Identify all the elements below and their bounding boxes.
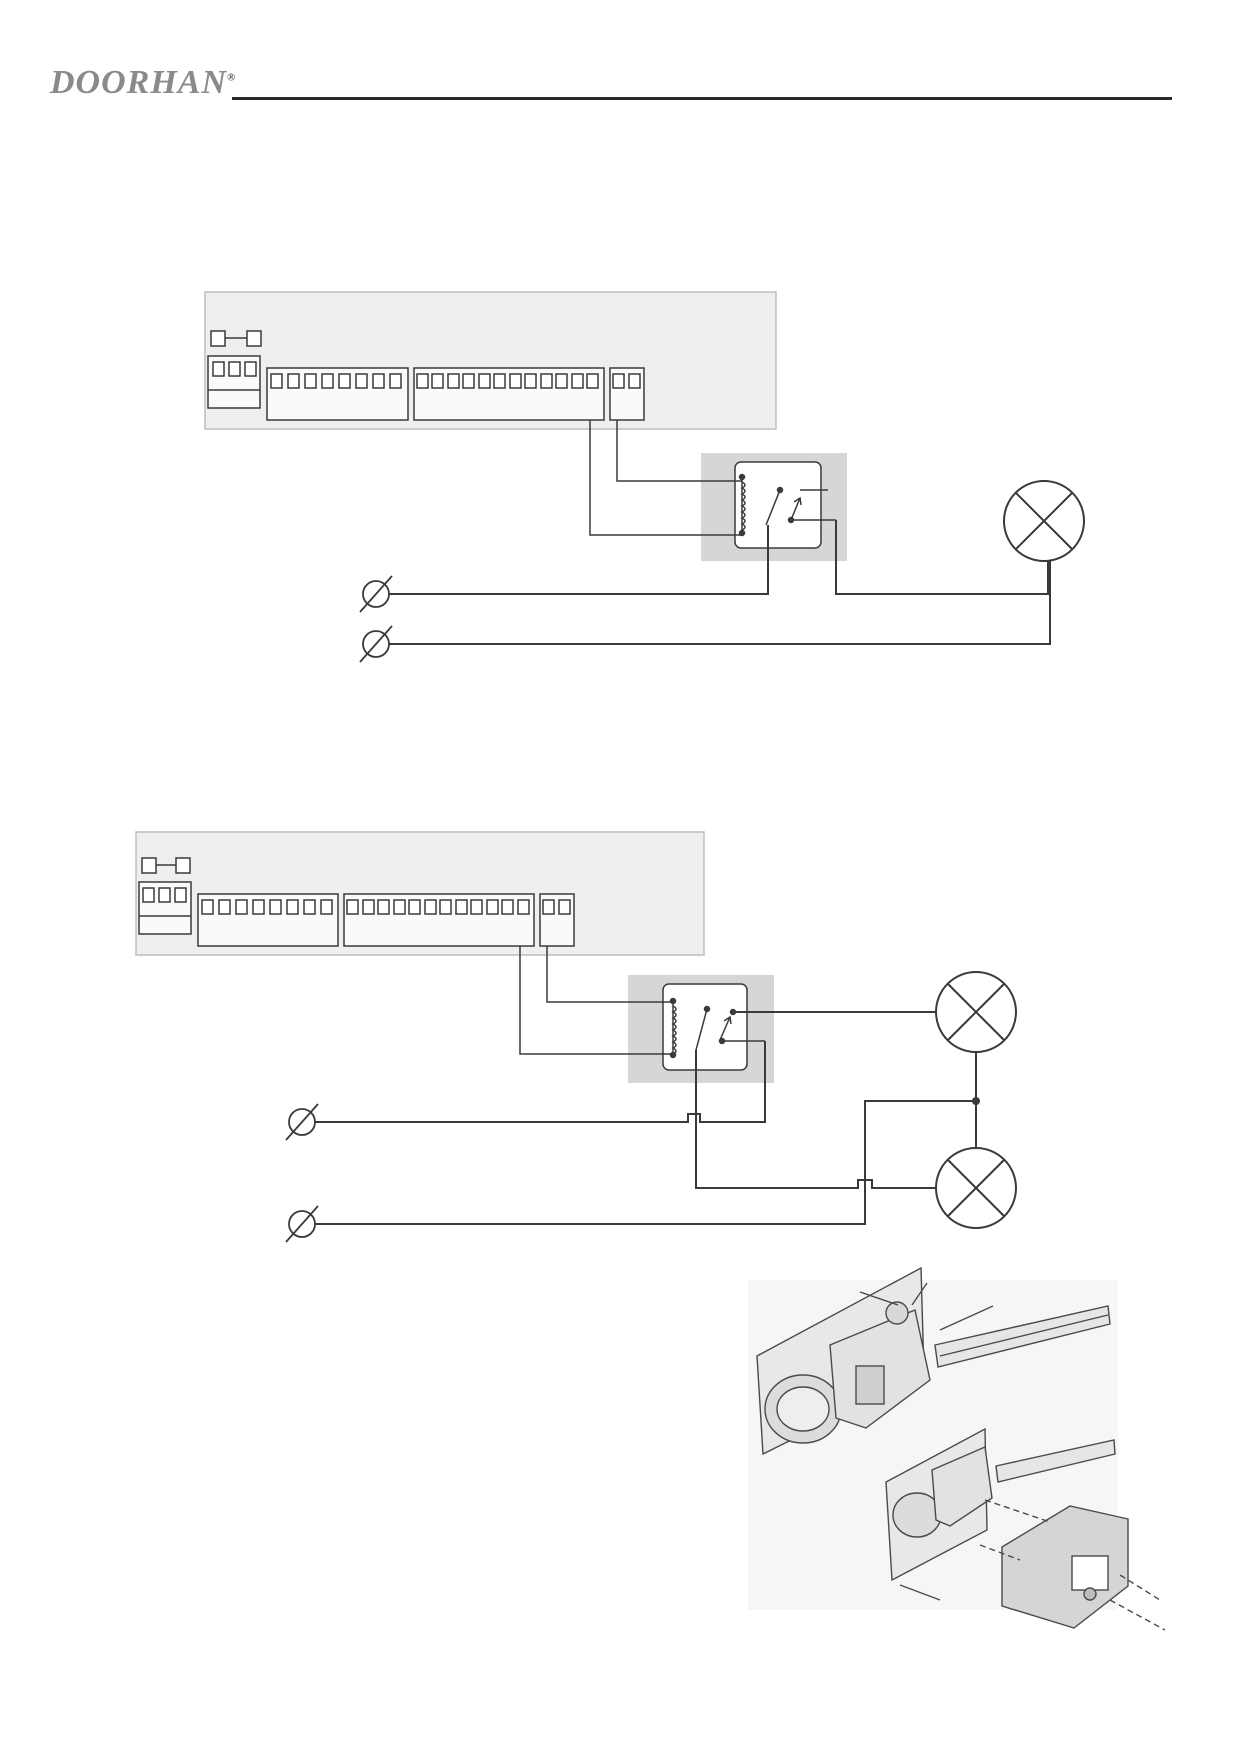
registered-mark: ®: [227, 71, 237, 84]
wire-lamp-1: [835, 520, 1049, 595]
phase-symbol-icon: [285, 1103, 319, 1243]
wire-coil-b: [519, 946, 673, 1055]
terminal-block-a: [197, 893, 339, 947]
wire-phase-1: [315, 1041, 766, 1123]
fuse-icon: [141, 857, 191, 874]
terminal-block-c: [539, 893, 575, 947]
wire-common: [695, 1050, 936, 1189]
lamp-icon: [1003, 480, 1085, 562]
fuse-icon: [210, 330, 262, 347]
header-rule: [232, 97, 1172, 100]
gate-operator-assembly-icon: [748, 1266, 1166, 1631]
relay-icon: [662, 983, 765, 1071]
diagram-1: [204, 291, 1085, 663]
lamp-icon: [935, 971, 1017, 1053]
wire-phase-1: [389, 525, 769, 595]
wire-coil-b: [589, 420, 742, 536]
power-terminal-block: [207, 355, 261, 409]
logo-text: DOORHAN: [50, 64, 228, 101]
wire-neutral-1: [389, 561, 1051, 645]
terminal-block-c: [609, 367, 645, 421]
diagram-2: [135, 831, 1017, 1243]
lamp-icon: [935, 1147, 1017, 1229]
terminal-block-a: [266, 367, 409, 421]
wire-coil-a: [616, 420, 742, 482]
phase-symbol-icon: [359, 575, 393, 663]
relay-icon: [734, 461, 836, 549]
power-terminal-block: [138, 881, 192, 935]
wire-coil-a: [546, 946, 673, 1003]
terminal-block-b: [413, 367, 605, 421]
terminal-block-b: [343, 893, 535, 947]
doorhan-logo: DOORHAN®: [50, 64, 236, 102]
wire-neutral-1: [315, 1100, 976, 1225]
